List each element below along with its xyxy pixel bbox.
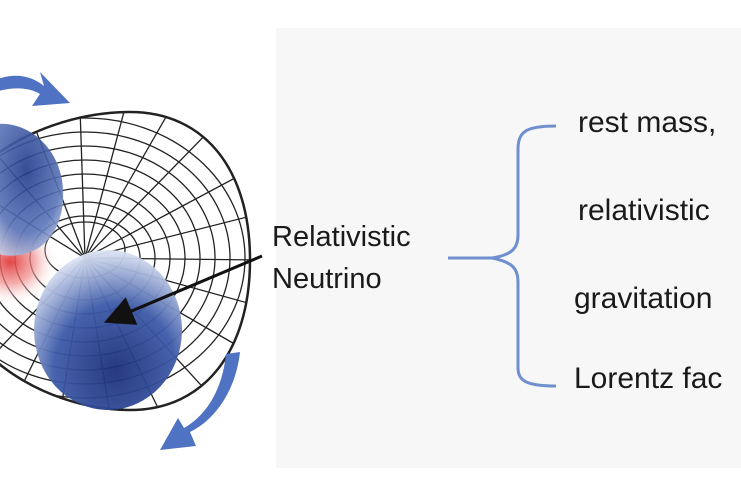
label-line-1: Relativistic — [272, 221, 411, 253]
pointer-arrow — [103, 254, 263, 325]
lower-blue-sphere — [34, 250, 182, 410]
top-rotation-arrow — [0, 72, 70, 106]
relativistic-neutrino-label: Relativistic Neutrino — [272, 216, 411, 300]
property-rest-mass: rest mass, — [578, 106, 717, 139]
background-panel — [276, 28, 741, 468]
label-line-2: Neutrino — [272, 263, 382, 295]
upper-blue-sphere — [0, 123, 64, 256]
property-lorentz: Lorentz fac — [574, 362, 723, 395]
property-relativistic: relativistic — [578, 194, 710, 227]
bottom-rotation-arrow — [160, 352, 240, 450]
property-gravitation: gravitation — [574, 282, 713, 315]
curly-brace — [448, 124, 557, 388]
